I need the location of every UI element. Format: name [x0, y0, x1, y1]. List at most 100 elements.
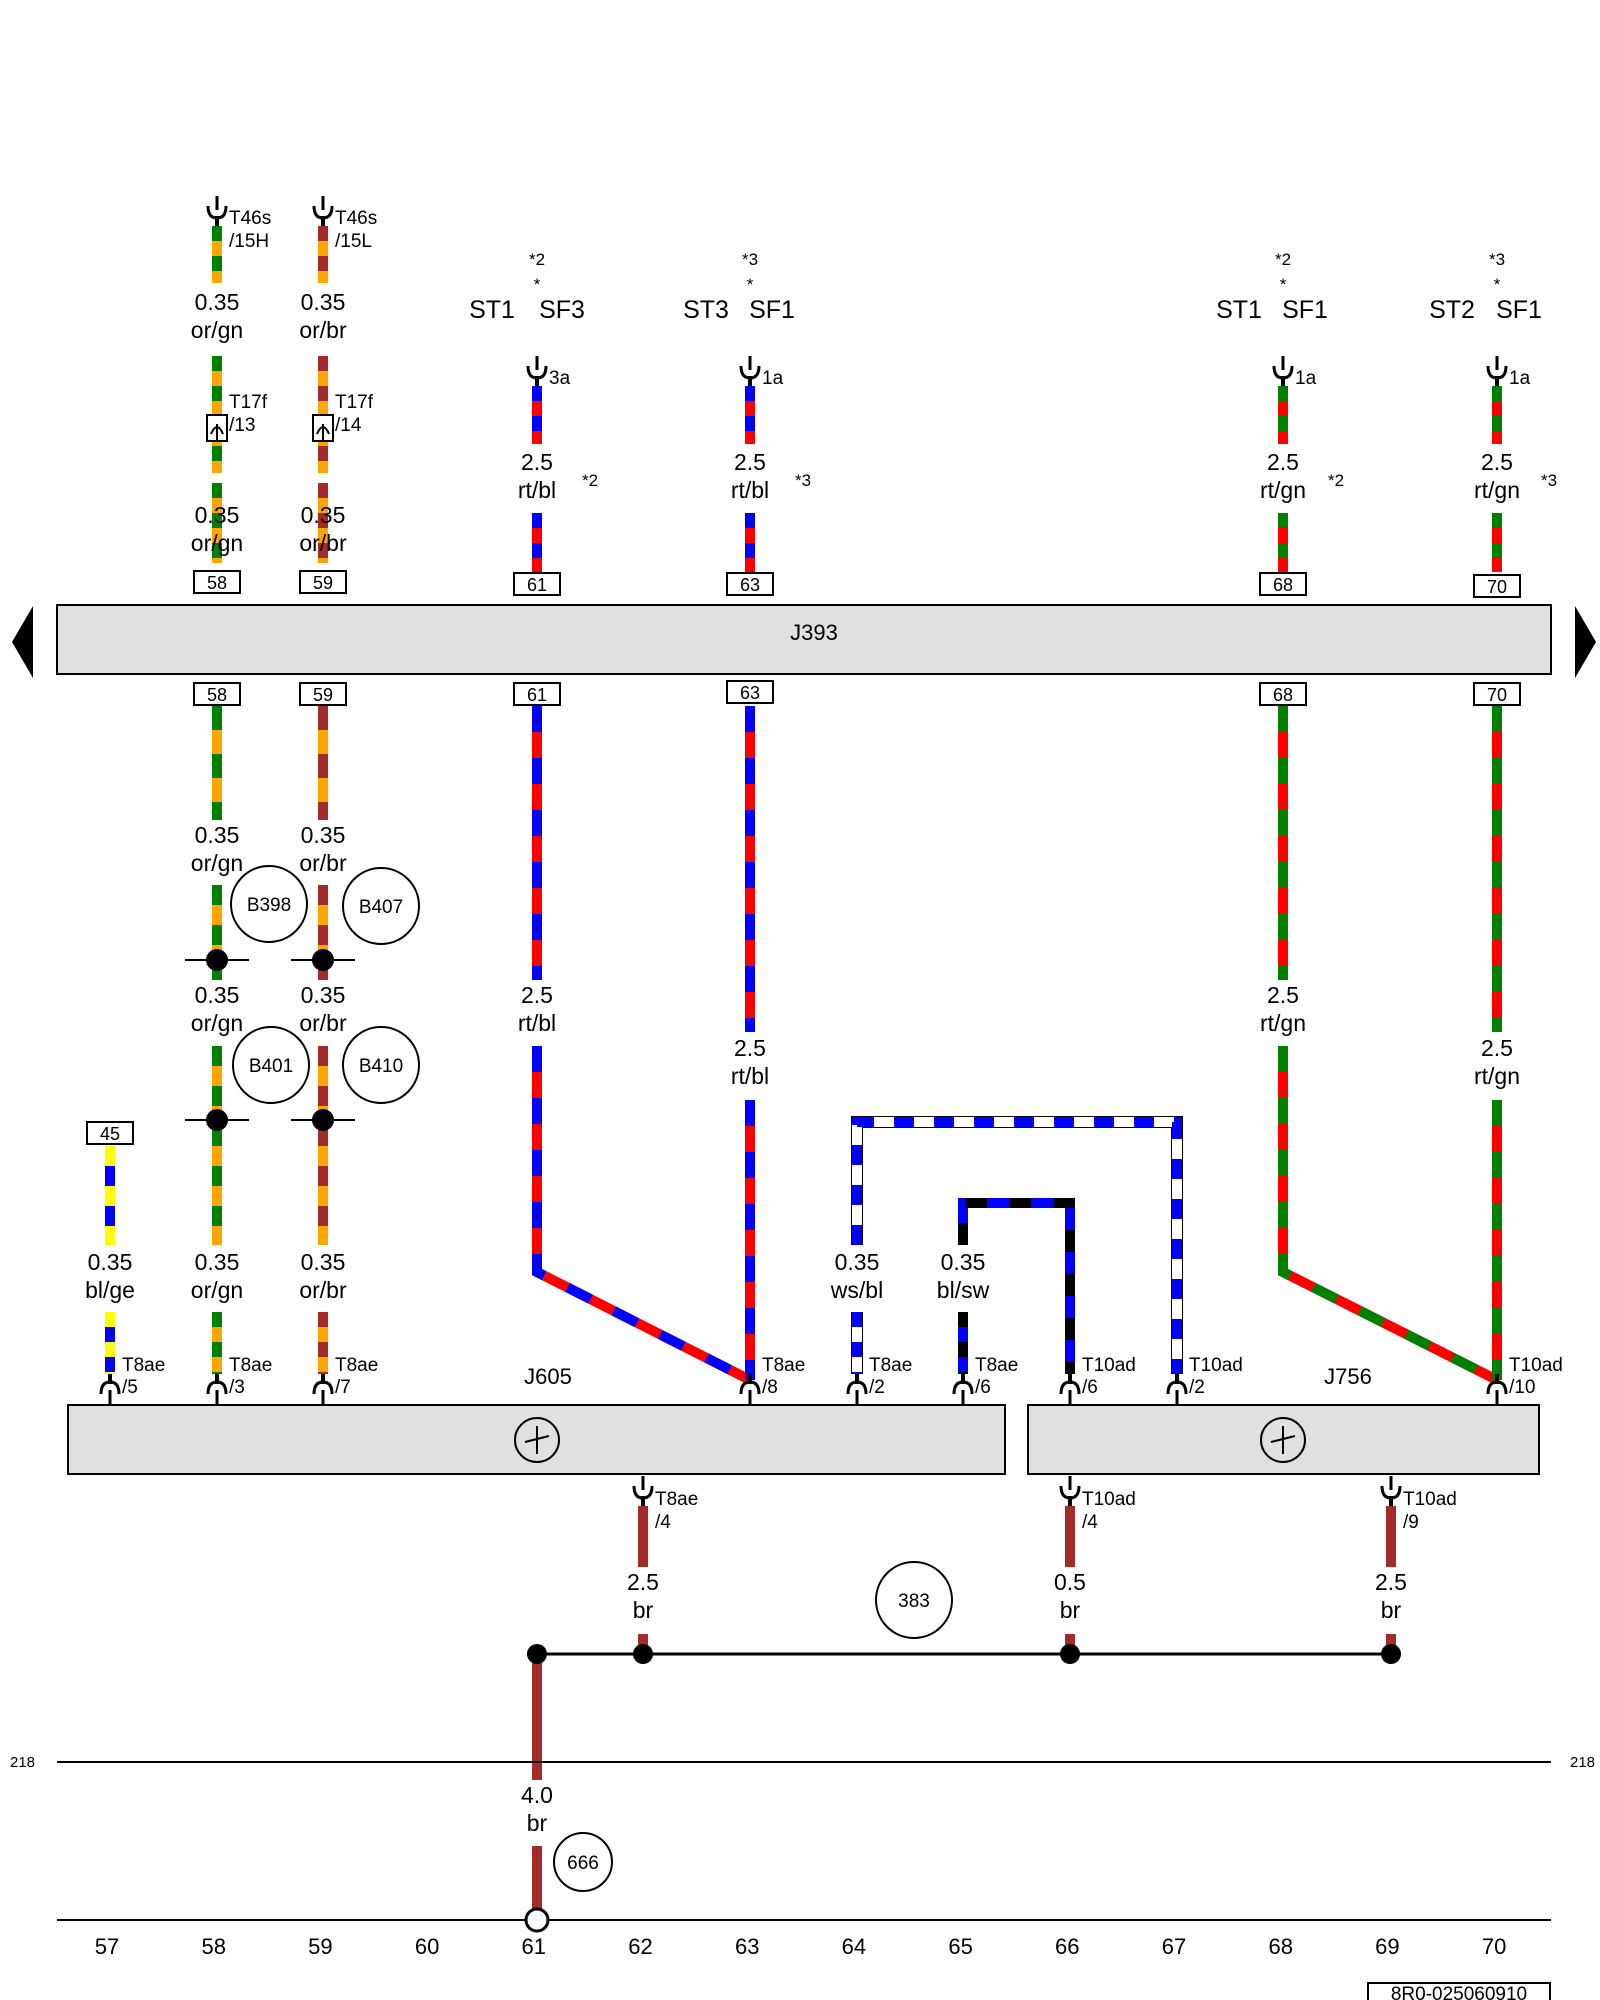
svg-text:2.5: 2.5	[521, 982, 553, 1008]
terminal-boxes	[86, 570, 1521, 1145]
wire-stripe	[852, 1117, 1182, 1374]
module-j393	[56, 604, 1552, 675]
doc-id-box	[1367, 1982, 1551, 2000]
svg-text:or/br: or/br	[299, 1277, 347, 1303]
svg-text:/6: /6	[1082, 1377, 1098, 1398]
svg-text:or/br: or/br	[299, 317, 347, 343]
variant-68-right: SF1	[1282, 296, 1328, 324]
terminal-top-59: 59	[313, 573, 333, 593]
variant-61-top: *2	[529, 250, 545, 269]
svg-text:or/br: or/br	[299, 530, 347, 556]
svg-text:T46s: T46s	[335, 208, 377, 229]
variant-63-mid: *	[747, 275, 754, 294]
svg-text:T8ae: T8ae	[655, 1489, 698, 1510]
svg-text:/8: /8	[762, 1377, 778, 1398]
variant-68-left: ST1	[1216, 296, 1262, 324]
ground-connection-666	[553, 1832, 613, 1892]
ref-218-right: 218	[1570, 1754, 1595, 1771]
svg-text:2.5: 2.5	[1267, 982, 1299, 1008]
variant-61-right: SF3	[539, 296, 585, 324]
svg-text:T10ad: T10ad	[1082, 1355, 1136, 1376]
svg-text:/14: /14	[335, 415, 362, 436]
svg-text:rt/gn: rt/gn	[1260, 477, 1306, 503]
variant-61-mid: *	[534, 275, 541, 294]
svg-text:or/gn: or/gn	[191, 1010, 243, 1036]
svg-text:/6: /6	[975, 1377, 991, 1398]
ground-symbol-icon	[1260, 1417, 1306, 1463]
svg-text:1a: 1a	[1295, 368, 1317, 389]
svg-text:T8ae: T8ae	[229, 1355, 272, 1376]
svg-text:T17f: T17f	[335, 392, 374, 413]
axis-number: 59	[308, 1934, 332, 1959]
svg-text:0.35: 0.35	[301, 1249, 346, 1275]
connector-t17f-icon	[206, 414, 334, 442]
svg-text:br: br	[633, 1597, 654, 1623]
variant-70-mid: *	[1494, 275, 1501, 294]
splice-points	[206, 949, 1401, 1664]
svg-text:ws/bl: ws/bl	[830, 1277, 883, 1303]
terminal-top-63: 63	[740, 575, 760, 595]
connector-labels: T46s/15H T46s/15L T17f/13 T17f/14 3a 1a …	[122, 208, 1563, 1533]
svg-text:2.5: 2.5	[1481, 449, 1513, 475]
b410-label: B410	[359, 1056, 403, 1077]
variant-70-right: SF1	[1496, 296, 1542, 324]
svg-text:T8ae: T8ae	[762, 1355, 805, 1376]
terminal-bottom-61: 61	[527, 685, 547, 705]
svg-text:0.35: 0.35	[195, 822, 240, 848]
wire-stripe	[532, 1046, 753, 1385]
axis-number: 65	[948, 1934, 972, 1959]
svg-text:0.35: 0.35	[195, 289, 240, 315]
svg-text:T10ad: T10ad	[1403, 1489, 1457, 1510]
svg-text:0.35: 0.35	[195, 502, 240, 528]
module-j605-label: J605	[524, 1364, 572, 1389]
wire-segment	[532, 1046, 753, 1385]
svg-text:2.5: 2.5	[1481, 1035, 1513, 1061]
svg-text:2.5: 2.5	[734, 1035, 766, 1061]
svg-text:T8ae: T8ae	[122, 1355, 165, 1376]
axis-number: 63	[735, 1934, 759, 1959]
svg-text:T46s: T46s	[229, 208, 271, 229]
variant-70-left: ST2	[1429, 296, 1475, 324]
wire-segment	[1278, 1046, 1500, 1385]
svg-text:0.35: 0.35	[301, 289, 346, 315]
page-prev-arrow[interactable]	[12, 606, 33, 678]
axis-number: 60	[415, 1934, 439, 1959]
svg-text:rt/bl: rt/bl	[518, 477, 556, 503]
page-next-arrow[interactable]	[1575, 606, 1596, 678]
svg-text:/4: /4	[655, 1512, 671, 1533]
axis-number: 67	[1162, 1934, 1186, 1959]
svg-text:or/gn: or/gn	[191, 530, 243, 556]
svg-text:/3: /3	[229, 1377, 245, 1398]
svg-text:/10: /10	[1509, 1377, 1535, 1398]
wire-note-68: *2	[1328, 471, 1344, 490]
axis-number: 66	[1055, 1934, 1079, 1959]
svg-text:0.35: 0.35	[195, 982, 240, 1008]
b398-label: B398	[247, 895, 291, 916]
b407-label: B407	[359, 897, 403, 918]
svg-text:bl/sw: bl/sw	[937, 1277, 990, 1303]
wires	[105, 226, 1502, 1909]
svg-text:rt/gn: rt/gn	[1474, 477, 1520, 503]
svg-text:2.5: 2.5	[521, 449, 553, 475]
svg-text:or/gn: or/gn	[191, 1277, 243, 1303]
svg-text:/9: /9	[1403, 1512, 1419, 1533]
connector-b407	[342, 867, 420, 945]
ground-connection-383	[875, 1561, 953, 1639]
svg-text:rt/gn: rt/gn	[1474, 1063, 1520, 1089]
svg-text:T8ae: T8ae	[335, 1355, 378, 1376]
svg-text:or/gn: or/gn	[191, 850, 243, 876]
svg-text:bl/ge: bl/ge	[85, 1277, 135, 1303]
svg-text:/15L: /15L	[335, 231, 372, 252]
variant-68-mid: *	[1280, 275, 1287, 294]
svg-text:2.5: 2.5	[627, 1569, 659, 1595]
b401-label: B401	[249, 1056, 293, 1077]
svg-text:0.35: 0.35	[88, 1249, 133, 1275]
svg-text:/13: /13	[229, 415, 255, 436]
g383-label: 383	[898, 1591, 930, 1612]
svg-text:/5: /5	[122, 1377, 138, 1398]
svg-text:/15H: /15H	[229, 231, 269, 252]
axis-number: 58	[201, 1934, 225, 1959]
variant-63-right: SF1	[749, 296, 795, 324]
